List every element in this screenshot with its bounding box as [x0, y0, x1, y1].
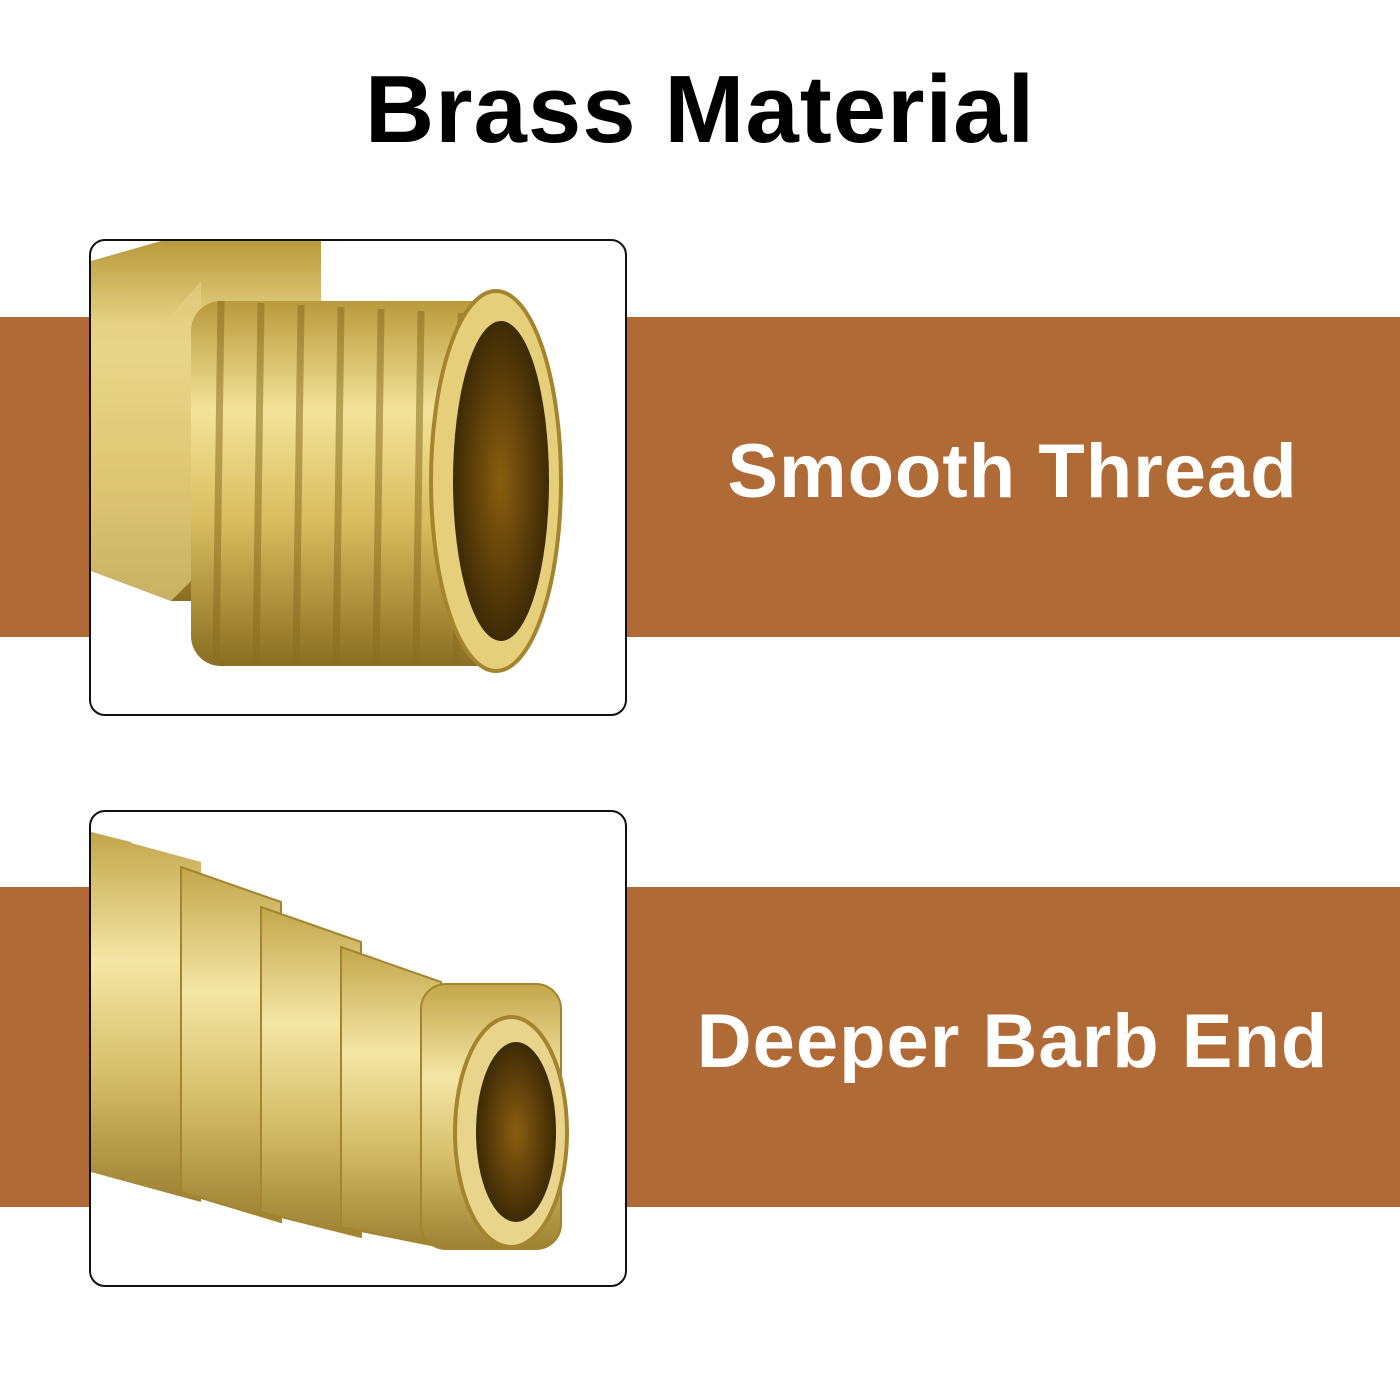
feature-label-barb: Deeper Barb End: [696, 999, 1329, 1084]
brass-threaded-end-photo: [89, 239, 627, 716]
page-title: Brass Material: [364, 56, 1036, 163]
feature-label-thread: Smooth Thread: [727, 429, 1298, 514]
brass-barb-end-photo: [89, 810, 627, 1287]
